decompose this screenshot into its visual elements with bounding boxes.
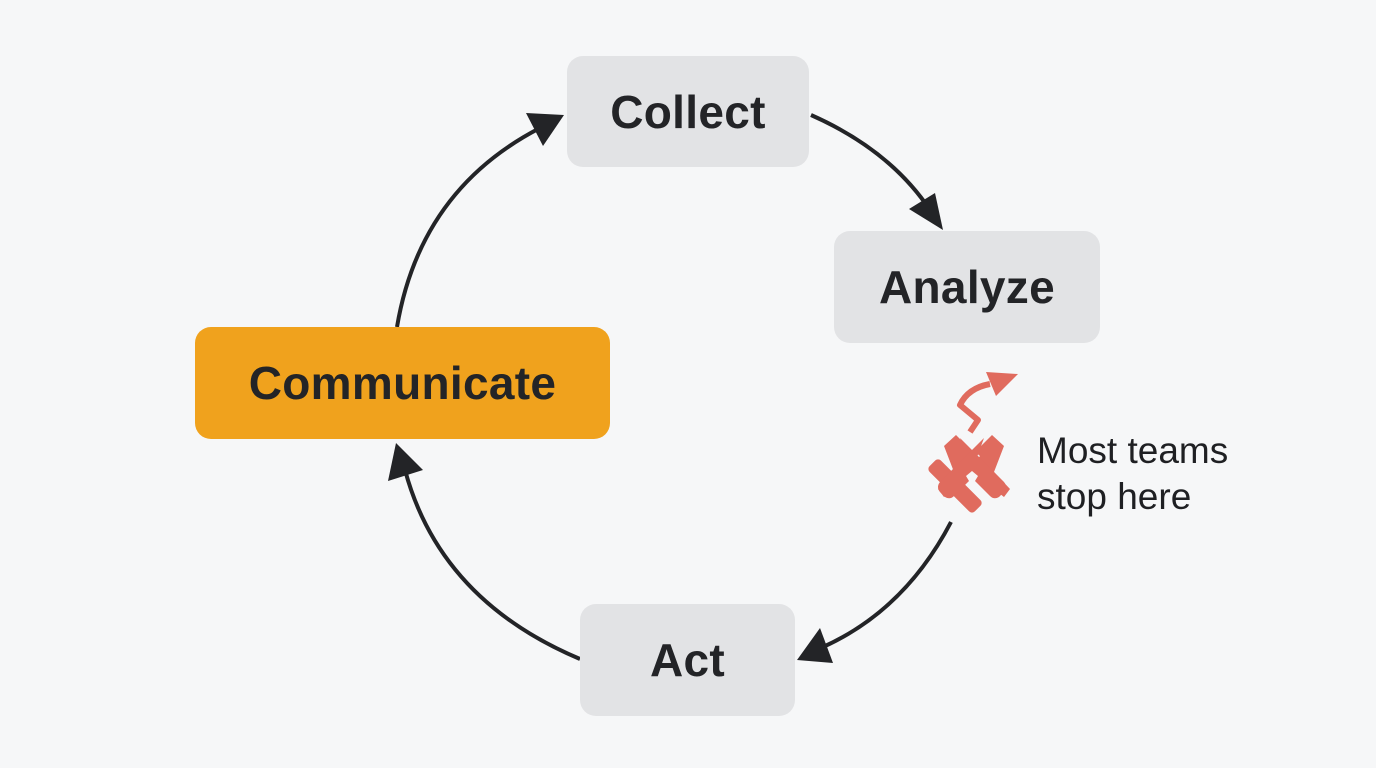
arrow-analyze-to-act xyxy=(822,521,953,649)
node-communicate[interactable]: Communicate xyxy=(195,327,610,439)
arrow-collect-to-analyze xyxy=(810,113,932,212)
node-analyze[interactable]: Analyze xyxy=(834,231,1100,343)
annotation-line-1: Most teams xyxy=(1037,430,1229,471)
node-label: Analyze xyxy=(879,261,1055,313)
arrowhead-analyze-to-act xyxy=(797,628,833,663)
arrow-communicate-to-collect xyxy=(395,126,541,328)
arrowhead-collect-to-analyze xyxy=(909,193,943,230)
stop-here-annotation: Most teams stop here xyxy=(1037,428,1228,520)
detour-arrow-icon xyxy=(957,372,1018,434)
node-label: Collect xyxy=(610,85,766,138)
broken-x-icon xyxy=(928,435,1010,513)
node-label: Act xyxy=(649,634,726,686)
arrowhead-communicate-to-collect xyxy=(526,113,564,146)
node-act[interactable]: Act xyxy=(580,604,795,716)
node-label: Communicate xyxy=(248,357,557,409)
node-collect[interactable]: Collect xyxy=(567,56,809,167)
annotation-line-2: stop here xyxy=(1037,476,1192,517)
arrow-act-to-communicate xyxy=(403,469,581,661)
arrowhead-act-to-communicate xyxy=(388,443,423,481)
